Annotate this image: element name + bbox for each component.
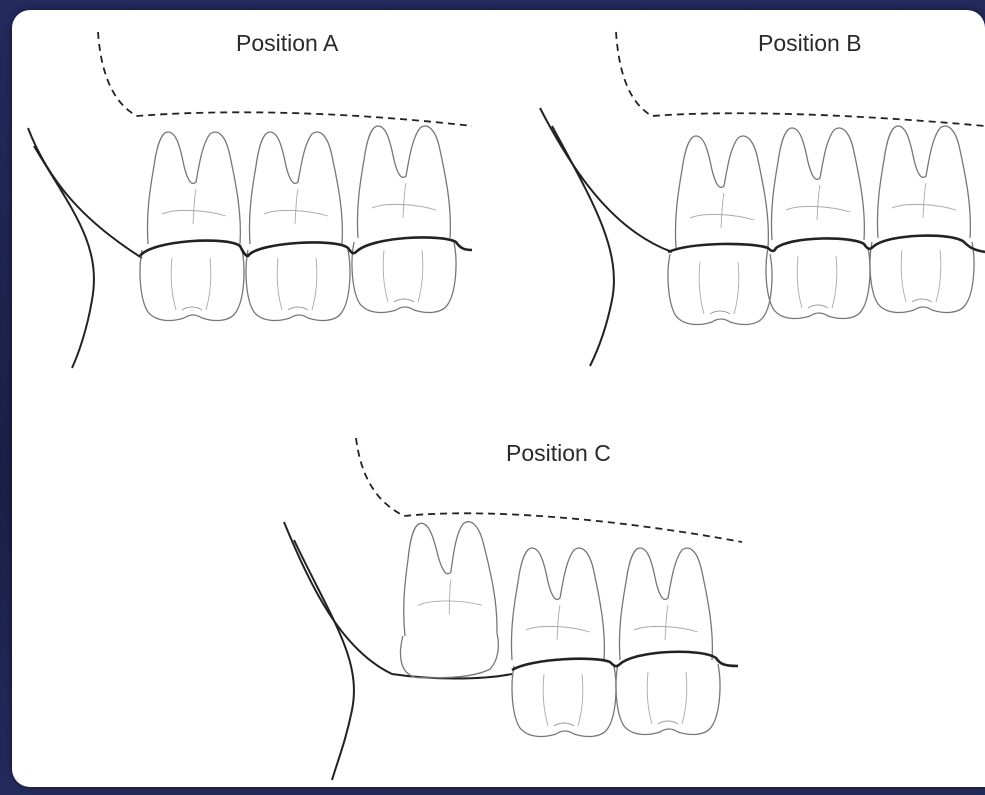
position-a-cheek-curve (28, 128, 142, 258)
position-a-illustration (28, 32, 472, 368)
position-b-occlusal-line (668, 236, 985, 252)
position-b-label: Position B (758, 30, 862, 57)
position-b-jaw-curve (552, 126, 614, 366)
diagram-canvas (12, 10, 985, 787)
position-a-label: Position A (236, 30, 338, 57)
position-b-illustration (540, 32, 985, 366)
position-a-jaw-curve (34, 146, 94, 368)
position-c-illustration (284, 438, 742, 780)
position-b-cheek-curve (540, 108, 672, 252)
position-c-jaw-curve (294, 540, 354, 780)
position-c-cheek-curve (284, 522, 512, 679)
position-c-label: Position C (506, 440, 611, 467)
position-c-occlusal-line (512, 652, 738, 670)
diagram-panel: Position A Position B Position C (12, 10, 985, 787)
